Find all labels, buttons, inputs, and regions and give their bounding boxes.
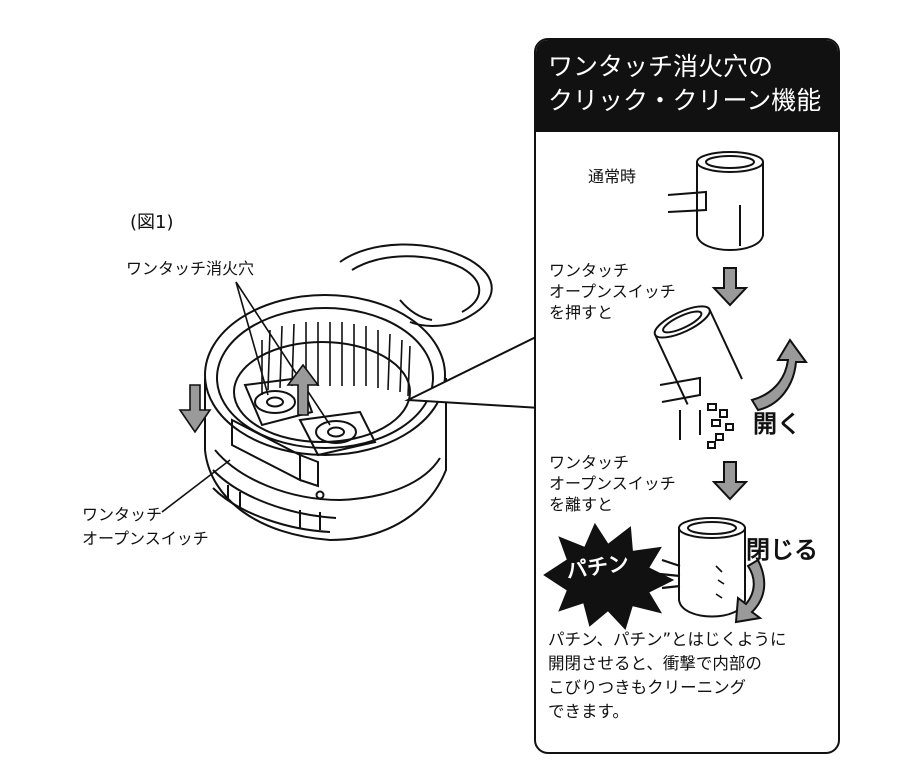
callout-switch-line-1: ワンタッチ — [82, 505, 163, 524]
curved-up-arrow-icon — [750, 338, 808, 412]
nozzle-normal-icon — [667, 151, 764, 251]
caption-line-4: できます。 — [548, 702, 629, 721]
panel-caption: パチン、パチン”とはじくように 開閉させると、衝撃で内部の こびりつきもクリーニ… — [548, 628, 838, 724]
callout-switch-line-2: オープンスイッチ — [82, 529, 209, 548]
panel-header-line-2: クリック・クリーン機能 — [548, 86, 822, 115]
down-arrow-icon — [711, 267, 749, 307]
press-line-3: を押すと — [549, 303, 614, 322]
panel-header: ワンタッチ消火穴の クリック・クリーン機能 — [536, 40, 838, 132]
release-line-1: ワンタッチ — [549, 453, 630, 472]
press-line-2: オープンスイッチ — [549, 282, 676, 301]
caption-line-2: 開閉させると、衝撃で内部の — [548, 654, 762, 673]
open-label: 開く — [753, 410, 801, 438]
caption-line-3: こびりつきもクリーニング — [548, 678, 747, 697]
caption-line-1: パチン、パチン”とはじくように — [548, 630, 787, 649]
normal-state-label: 通常時 — [588, 167, 637, 186]
feature-panel: ワンタッチ消火穴の クリック・クリーン機能 — [534, 38, 840, 754]
release-line-3: を離すと — [549, 495, 614, 514]
ashtray-body — [161, 243, 493, 542]
nozzle-closed-icon — [678, 517, 746, 618]
close-label: 閉じる — [746, 536, 818, 564]
panel-header-line-1: ワンタッチ消火穴の — [548, 52, 774, 81]
down-arrow-icon — [711, 461, 749, 501]
panel-icons — [543, 151, 808, 630]
burst-icon — [543, 522, 675, 630]
press-line-1: ワンタッチ — [549, 261, 630, 280]
nozzle-open-icon — [653, 305, 743, 449]
release-line-2: オープンスイッチ — [549, 474, 676, 493]
callout-extinguish-hole: ワンタッチ消火穴 — [126, 259, 255, 278]
figure-label: (図1) — [130, 212, 174, 233]
curved-down-arrow-icon — [734, 558, 766, 624]
